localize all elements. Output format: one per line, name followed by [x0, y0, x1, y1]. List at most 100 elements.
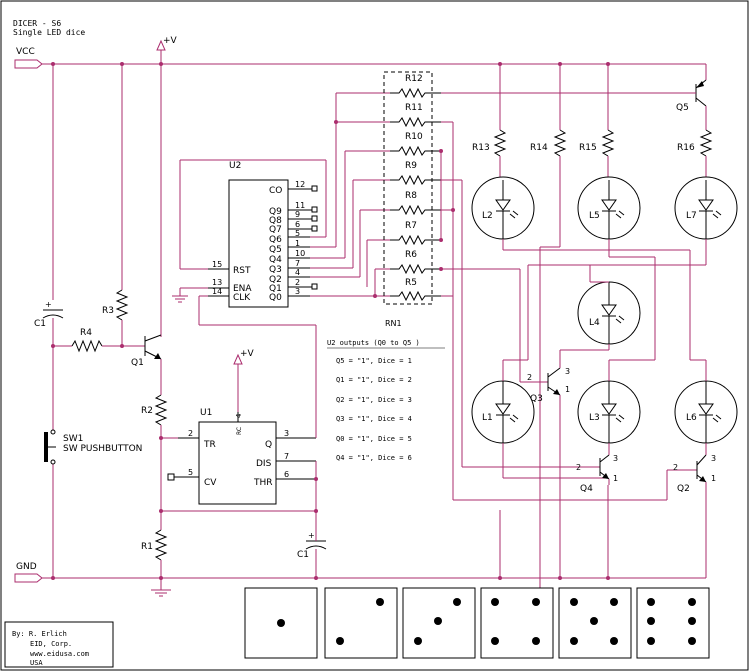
u2-pin-co: CO: [269, 186, 282, 196]
resistor-r2: R2: [141, 394, 168, 530]
led-l1: L1: [471, 380, 535, 444]
sw1-label: SW PUSHBUTTON: [63, 444, 142, 454]
l7-label: L7: [686, 211, 697, 221]
u2-pin-q0: Q0: [269, 293, 282, 303]
outputs-heading: U2 outputs (Q0 to Q5 ): [327, 339, 420, 347]
outputs-table: U2 outputs (Q0 to Q5 ) Q5 = "1", Dice = …: [327, 339, 445, 462]
u2-pin-ena: ENA: [233, 284, 252, 294]
q3-pin2: 2: [527, 373, 532, 382]
counter-u2: U2 RST ENA CLK 15 13 14 CO Q9 Q8 Q7 Q6 Q…: [179, 159, 327, 308]
l6-label: L6: [686, 413, 697, 423]
q4-pin1: 1: [613, 474, 618, 483]
counter-output-wires: [310, 92, 390, 298]
r15-label: R15: [579, 143, 597, 153]
c1-timer-plus: +: [308, 531, 315, 540]
u2-pin-q5-num: 1: [295, 239, 300, 248]
r13-label: R13: [472, 143, 490, 153]
led-l2: L2: [471, 176, 535, 240]
transistor-q3: 3 1 2 Q3: [527, 349, 609, 404]
q4-pin3: 3: [613, 454, 618, 463]
q3-label: Q3: [530, 394, 543, 404]
transistor-q2: 3 1 2 Q2: [673, 454, 716, 494]
l4-label: L4: [589, 318, 600, 328]
r1-label: R1: [141, 542, 153, 552]
outputs-row-3: Q2 = "1", Dice = 3: [336, 396, 412, 404]
outputs-row-4: Q3 = "1", Dice = 4: [336, 415, 412, 423]
q4-label: Q4: [580, 484, 593, 494]
c1-left-plus: +: [45, 300, 52, 309]
led-l4: L4: [577, 281, 641, 345]
outputs-row-2: Q1 = "1", Dice = 2: [336, 376, 412, 384]
led-interconnect-wires: [502, 239, 707, 479]
credits-line3: www.eidusa.com: [30, 650, 89, 658]
u2-name: U2: [229, 161, 241, 171]
outputs-row-1: Q5 = "1", Dice = 1: [336, 357, 412, 365]
rn1-r6: R6: [405, 250, 417, 260]
q2-pin2: 2: [673, 463, 678, 472]
u2-pin-q1-num: 2: [295, 278, 300, 287]
u2-pin-q8-num: 9: [295, 210, 300, 219]
capacitor-c1-left: + C1: [34, 300, 64, 432]
u2-pin-q4: Q4: [269, 255, 282, 265]
led-l7: L7: [674, 176, 738, 240]
rn1-r7: R7: [405, 221, 417, 231]
rn1-r8: R8: [405, 191, 417, 201]
pushbutton-sw1: SW1 SW PUSHBUTTON: [44, 429, 142, 465]
resistor-r3: R3: [102, 289, 129, 348]
u1-pin-thr: THR: [253, 478, 273, 488]
outputs-row-5: Q0 = "1", Dice = 5: [336, 435, 412, 443]
capacitor-c1-timer: + C1: [297, 531, 327, 560]
led-l6: L6: [674, 380, 738, 444]
credits-line4: USA: [30, 659, 43, 667]
credits-box: By: R. Erlich EID, Corp. www.eidusa.com …: [4, 621, 114, 668]
l3-label: L3: [589, 413, 600, 423]
u2-pin-q9-num: 11: [295, 201, 305, 210]
u2-pin-q2: Q2: [269, 275, 282, 285]
led-l3: L3: [577, 380, 641, 444]
c1-timer-label: C1: [297, 550, 309, 560]
u2-pin-q3: Q3: [269, 265, 282, 275]
u2-pin-q7-num: 6: [295, 220, 300, 229]
dice-face-4: [480, 587, 554, 659]
u2-pin-ena-num: 13: [212, 278, 222, 287]
dice-face-2: [324, 587, 398, 659]
u1-pin-dis: DIS: [256, 459, 272, 469]
r2-label: R2: [141, 406, 153, 416]
u1-pin5-num: 5: [188, 468, 193, 477]
credits-line1: By: R. Erlich: [12, 630, 67, 638]
plus-v-top-label: +V: [163, 36, 178, 46]
u1-pin3-num: 3: [284, 429, 289, 438]
credits-line2: EID, Corp.: [30, 640, 72, 648]
u1-pin-q: Q: [265, 440, 272, 450]
q3-pin3: 3: [565, 367, 570, 376]
rn1-r11: R11: [405, 103, 423, 113]
u2-pin-q6-num: 5: [295, 229, 300, 238]
rn1-r10: R10: [405, 132, 423, 142]
plus-v-timer-label: +V: [240, 349, 255, 359]
u1-pin-tr: TR: [203, 440, 216, 450]
q5-label: Q5: [676, 103, 689, 113]
resistor-r15: R15: [579, 129, 615, 180]
resistor-network-rn1: RN1 R12 R11 R10 R9 R8 R7 R6 R5: [383, 71, 455, 328]
u2-pin-q9: Q9: [269, 207, 282, 217]
u2-pin-q7: Q7: [269, 225, 282, 235]
rn1-r9: R9: [405, 161, 417, 171]
plus-v-top: +V: [156, 36, 178, 51]
resistor-r1: R1: [141, 529, 168, 565]
u1-pin-cv: CV: [204, 478, 217, 488]
u2-pin-rst: RST: [233, 266, 251, 276]
q1-label: Q1: [131, 358, 144, 368]
u2-pin-q8: Q8: [269, 216, 282, 226]
u1-name: U1: [200, 408, 212, 418]
r14-label: R14: [530, 143, 548, 153]
led-l5: L5: [577, 176, 641, 240]
resistor-r14: R14: [530, 129, 567, 600]
rn1-r12: R12: [405, 74, 423, 84]
q2-label: Q2: [677, 484, 690, 494]
c1-left-label: C1: [34, 319, 46, 329]
l5-label: L5: [589, 211, 600, 221]
u1-pin4-num: 4: [235, 413, 243, 418]
vcc-rail: VCC: [14, 47, 707, 337]
